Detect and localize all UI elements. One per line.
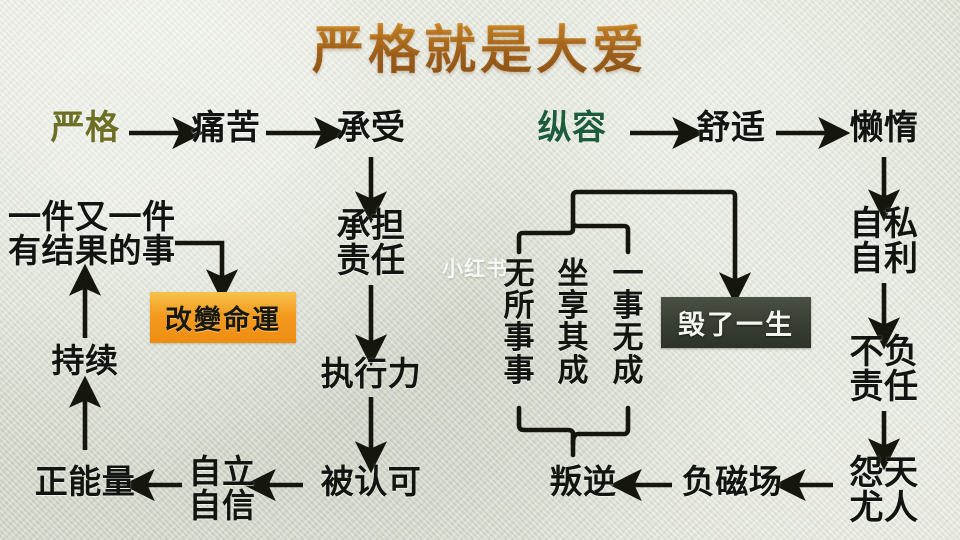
connector-columns-to-ruin [570, 189, 752, 305]
node-blame: 怨天 尤人 [849, 453, 919, 528]
node-selfish: 自私 自利 [849, 204, 919, 279]
node-strict-heading: 严格 [50, 108, 120, 148]
outcome-box-change-destiny-label: 改變命運 [165, 305, 281, 336]
brace-columns-bottom [516, 405, 631, 447]
brace-columns-top [516, 219, 631, 255]
node-laziness: 懒惰 [849, 108, 919, 148]
vertical-column-0: 无 所 事 事 [503, 256, 535, 389]
node-rebellion: 叛逆 [549, 462, 617, 501]
page-title: 严格就是大爱 [312, 8, 648, 83]
node-execution: 执行力 [320, 354, 422, 393]
connector-results-to-destiny [175, 240, 239, 302]
node-self-reliance: 自立 自信 [188, 452, 256, 525]
node-irresponsible: 不负 责任 [849, 332, 919, 407]
node-take-responsibility: 承担 责任 [336, 206, 406, 281]
node-comfort: 舒适 [696, 108, 766, 148]
outcome-box-ruined-life-label: 毁了一生 [678, 310, 794, 341]
outcome-box-change-destiny: 改變命運 [150, 292, 296, 343]
node-results-chain: 一件又一件 有结果的事 [8, 197, 176, 270]
outcome-box-ruined-life: 毁了一生 [661, 297, 811, 348]
watermark-xiaohongshu: 小红书 [442, 257, 508, 281]
node-endure: 承受 [336, 108, 406, 148]
vertical-column-2: 一 事 无 成 [612, 256, 644, 389]
node-indulge-heading: 纵容 [537, 108, 607, 148]
node-positive-energy: 正能量 [34, 462, 136, 501]
vertical-column-1: 坐 享 其 成 [557, 256, 589, 389]
node-recognized: 被认可 [320, 462, 422, 501]
node-negative-field: 负磁场 [681, 462, 783, 501]
node-pain: 痛苦 [191, 108, 261, 148]
node-persistence: 持续 [51, 341, 119, 380]
